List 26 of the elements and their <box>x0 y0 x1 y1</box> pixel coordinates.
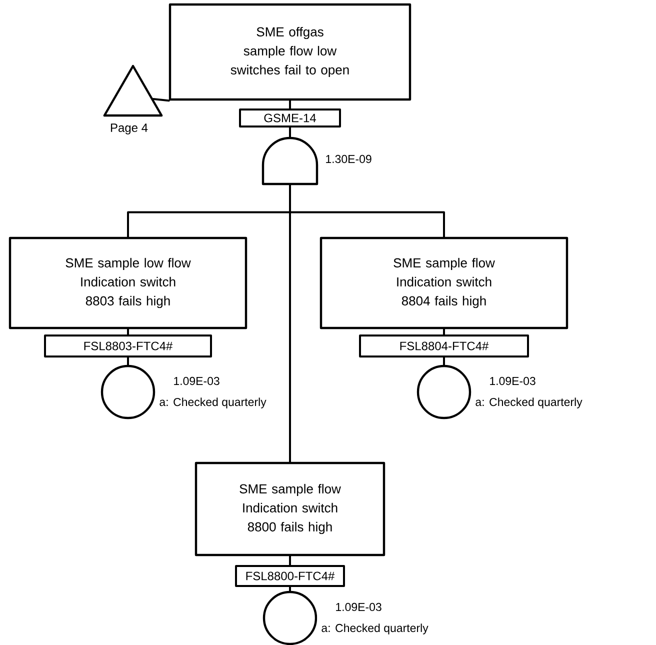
probability-label: 1.09E-03 <box>490 376 536 386</box>
connector-line <box>289 100 291 110</box>
id-box: FSL8800-FTC4# <box>235 565 345 587</box>
event-box: SME sample flow Indication switch 8804 fails high <box>320 236 568 330</box>
event-box: SME offgas sample flow low switches fail to open <box>168 3 412 101</box>
event-box: SME sample flow Indication switch 8800 fails high <box>194 462 386 556</box>
id-box: FSL8803-FTC4# <box>44 334 212 358</box>
id-box: GSME-14 <box>239 108 341 128</box>
connector-line <box>152 98 170 102</box>
connector-line <box>289 555 291 566</box>
probability-label: a: Checked quarterly <box>322 624 428 634</box>
connector-line <box>127 356 129 366</box>
probability-label: a: Checked quarterly <box>476 398 582 408</box>
page-reference: Page 4 <box>110 124 148 134</box>
event-box: SME sample low flow Indication switch 8803 fails high <box>8 236 248 330</box>
id-box: FSL8804-FTC4# <box>359 334 529 358</box>
probability-label: 1.09E-03 <box>174 376 220 386</box>
connector-line <box>443 356 445 366</box>
probability-label: 1.30E-09 <box>326 154 372 164</box>
probability-label: 1.09E-03 <box>336 602 382 612</box>
probability-label: a: Checked quarterly <box>160 398 266 408</box>
connector-line <box>289 126 291 139</box>
connector-line <box>443 328 445 336</box>
connector-line <box>289 183 291 463</box>
connector-line <box>127 328 129 336</box>
connector-line <box>289 586 291 592</box>
